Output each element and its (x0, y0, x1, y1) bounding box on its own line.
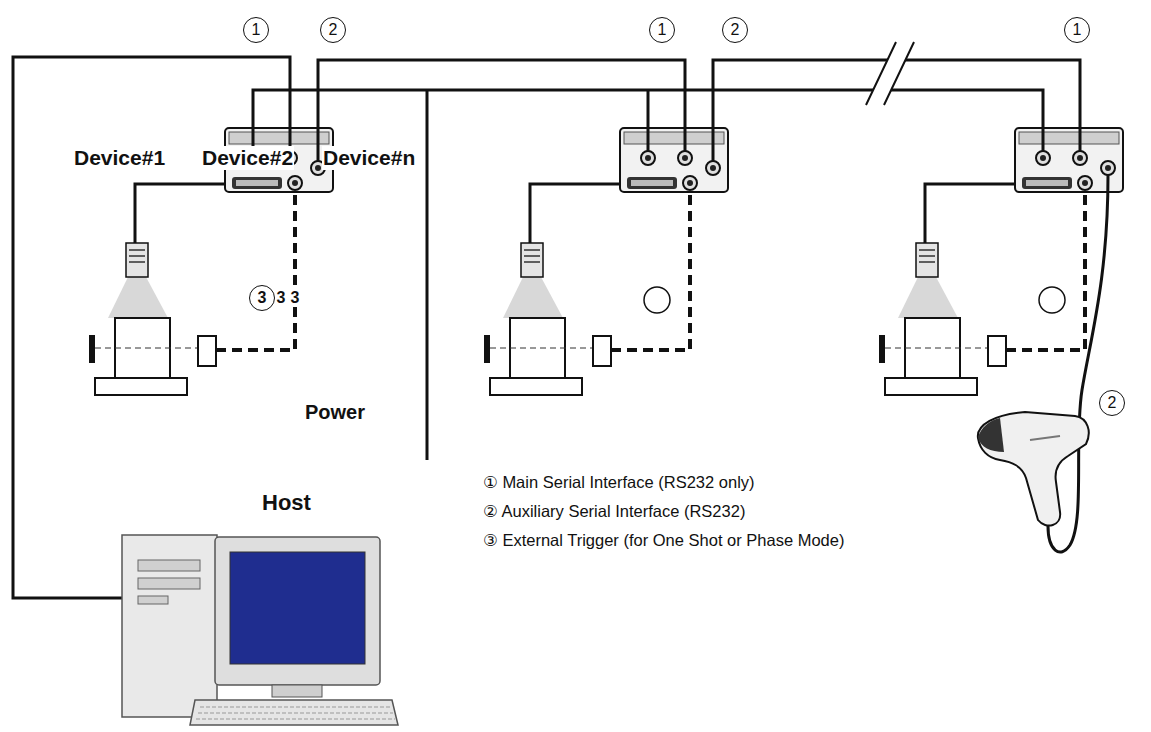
device-label: Device#1 (73, 146, 166, 170)
reader-station (484, 128, 728, 395)
power-wire (426, 90, 429, 460)
scanner-window (978, 418, 1004, 452)
power-wire (253, 90, 1043, 151)
legend-entry: ③ External Trigger (for One Shot or Phas… (483, 526, 844, 555)
scanner-detail (1030, 436, 1060, 440)
break-gap (866, 42, 914, 105)
legend-entry: ① Main Serial Interface (RS232 only) (483, 468, 844, 497)
callout-circle (644, 287, 670, 313)
drive-bay (138, 560, 200, 571)
callout-number: 1 (649, 17, 675, 43)
node-text: 3 (258, 290, 267, 306)
main-serial-wire (13, 57, 290, 598)
callout-number: 2 (1099, 390, 1125, 416)
device-label: Device#2 (201, 146, 294, 170)
legend-text: ① Main Serial Interface (RS232 only) (483, 473, 755, 491)
callout-number: 2 (320, 17, 346, 43)
handheld-scanner (978, 412, 1089, 526)
host-computer: Host (122, 490, 390, 728)
reader-station (879, 128, 1123, 395)
monitor-stand (272, 685, 322, 697)
legend-text: ③ External Trigger (for One Shot or Phas… (483, 531, 844, 549)
callout-number: 2 (722, 17, 748, 43)
keyboard-keys (196, 707, 395, 719)
keyboard (190, 700, 398, 725)
power-wire (647, 90, 650, 151)
callout-number: 1 (243, 17, 269, 43)
drive-bay (138, 578, 200, 589)
monitor (215, 537, 380, 685)
break-mark (866, 42, 914, 105)
drive-bay (138, 596, 168, 604)
pc-tower (122, 535, 217, 717)
callout-number: 3 (276, 289, 287, 307)
monitor-screen (230, 552, 365, 664)
callout-circle (1039, 287, 1065, 313)
callout-number: 3 (290, 289, 301, 307)
power-label: Power (305, 400, 365, 424)
legend-text: ② Auxiliary Serial Interface (RS232) (483, 502, 745, 520)
node-text: Host (262, 490, 311, 516)
legend: ① Main Serial Interface (RS232 only) ② Au… (483, 468, 844, 555)
device-label: Device#n (322, 146, 416, 170)
callout-circle: 3 (249, 285, 275, 311)
callout-number: 1 (1064, 17, 1090, 43)
legend-entry: ② Auxiliary Serial Interface (RS232) (483, 497, 844, 526)
